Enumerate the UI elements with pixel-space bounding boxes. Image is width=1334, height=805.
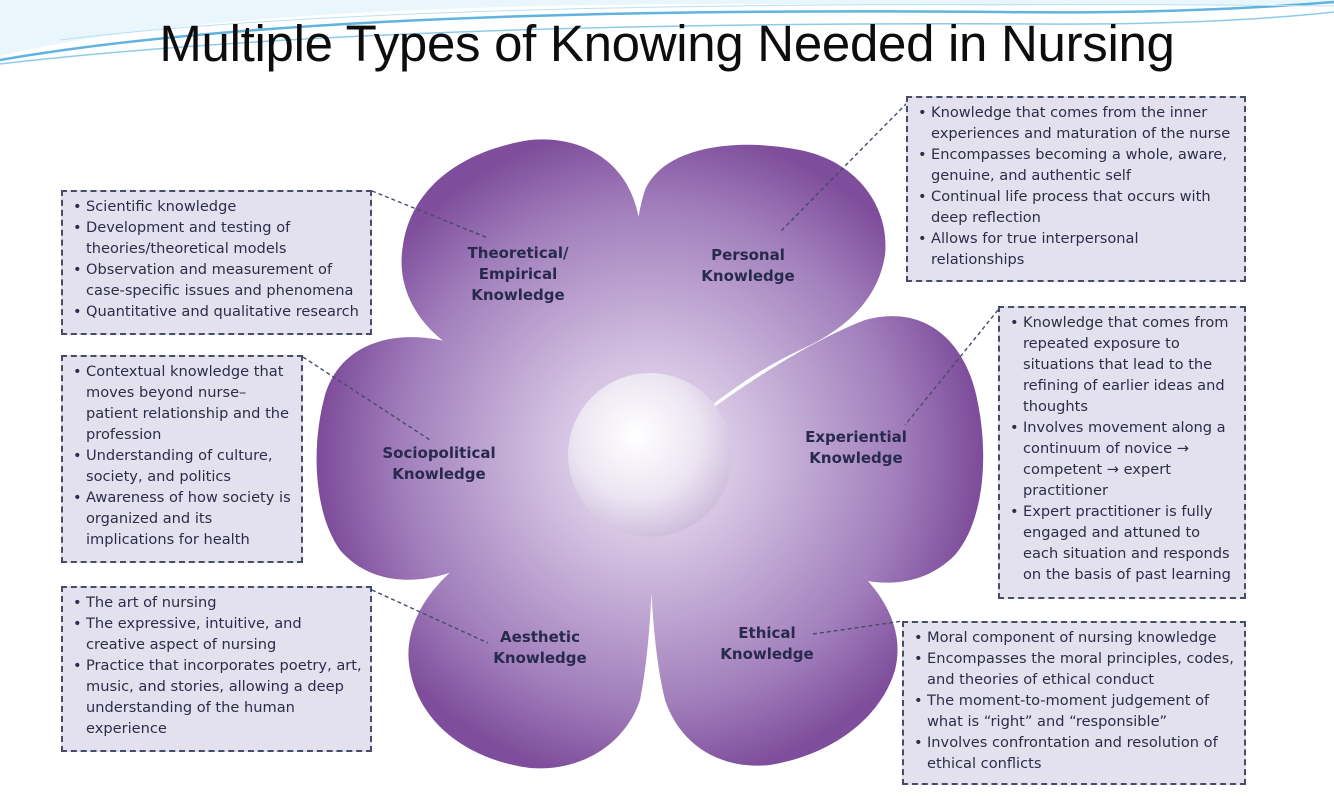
petal-label-personal: Personal Knowledge	[701, 246, 795, 285]
petal-label-sociopolitical: Sociopolitical Knowledge	[382, 444, 496, 483]
connector-sociopolitical	[302, 356, 431, 441]
bullet-item: Encompasses becoming a whole, aware, gen…	[918, 144, 1236, 186]
bullet-item: Quantitative and qualitative research	[73, 301, 362, 322]
connector-lines	[302, 102, 999, 644]
petal-personal	[633, 144, 886, 456]
petal-label-experiential: Experiential Knowledge	[805, 428, 907, 467]
box-aesthetic: The art of nursingThe expressive, intuit…	[61, 586, 372, 752]
header-swoosh-decoration	[0, 0, 1334, 65]
bullet-item: Encompasses the moral principles, codes,…	[914, 648, 1236, 690]
connector-personal	[779, 102, 908, 233]
bullet-item: Knowledge that comes from repeated expos…	[1010, 312, 1236, 417]
petal-experiential	[650, 316, 984, 583]
bullet-item: The expressive, intuitive, and creative …	[73, 613, 362, 655]
box-ethical: Moral component of nursing knowledgeEnco…	[902, 621, 1246, 785]
bullet-item: Continual life process that occurs with …	[918, 186, 1236, 228]
bullet-item: Practice that incorporates poetry, art, …	[73, 655, 362, 739]
bullet-item: Understanding of culture, society, and p…	[73, 445, 293, 487]
bullet-list: Moral component of nursing knowledgeEnco…	[914, 627, 1236, 774]
bullet-item: Allows for true interpersonal relationsh…	[918, 228, 1236, 270]
bullet-item: Knowledge that comes from the inner expe…	[918, 102, 1236, 144]
box-theoretical: Scientific knowledgeDevelopment and test…	[61, 190, 372, 335]
petal-label-aesthetic: Aesthetic Knowledge	[493, 628, 587, 667]
petal-theoretical	[401, 139, 652, 455]
bullet-item: Contextual knowledge that moves beyond n…	[73, 361, 293, 445]
bullet-list: The art of nursingThe expressive, intuit…	[73, 592, 362, 739]
bullet-item: Involves movement along a continuum of n…	[1010, 417, 1236, 501]
flower-petals	[316, 139, 984, 769]
box-experiential: Knowledge that comes from repeated expos…	[998, 306, 1246, 599]
page-title: Multiple Types of Knowing Needed in Nurs…	[159, 15, 1175, 72]
connector-aesthetic	[371, 589, 489, 644]
connector-ethical	[812, 620, 904, 635]
bullet-item: The moment-to-moment judgement of what i…	[914, 690, 1236, 732]
flower-center	[568, 373, 732, 537]
bullet-item: Observation and measurement of case-spec…	[73, 259, 362, 301]
bullet-list: Scientific knowledgeDevelopment and test…	[73, 196, 362, 322]
bullet-item: Involves confrontation and resolution of…	[914, 732, 1236, 774]
petal-aesthetic	[408, 455, 653, 769]
petal-label-theoretical: Theoretical/ Empirical Knowledge	[467, 244, 569, 304]
bullet-list: Knowledge that comes from the inner expe…	[918, 102, 1236, 270]
petal-label-ethical: Ethical Knowledge	[720, 624, 814, 663]
connector-experiential	[904, 309, 999, 426]
bullet-list: Knowledge that comes from repeated expos…	[1010, 312, 1236, 585]
bullet-item: The art of nursing	[73, 592, 362, 613]
bullet-item: Expert practitioner is fully engaged and…	[1010, 501, 1236, 585]
bullet-list: Contextual knowledge that moves beyond n…	[73, 361, 293, 550]
bullet-item: Scientific knowledge	[73, 196, 362, 217]
petal-ethical	[649, 455, 898, 766]
bullet-item: Moral component of nursing knowledge	[914, 627, 1236, 648]
box-sociopolitical: Contextual knowledge that moves beyond n…	[61, 355, 303, 563]
bullet-item: Development and testing of theories/theo…	[73, 217, 362, 259]
box-personal: Knowledge that comes from the inner expe…	[906, 96, 1246, 282]
bullet-item: Awareness of how society is organized an…	[73, 487, 293, 550]
